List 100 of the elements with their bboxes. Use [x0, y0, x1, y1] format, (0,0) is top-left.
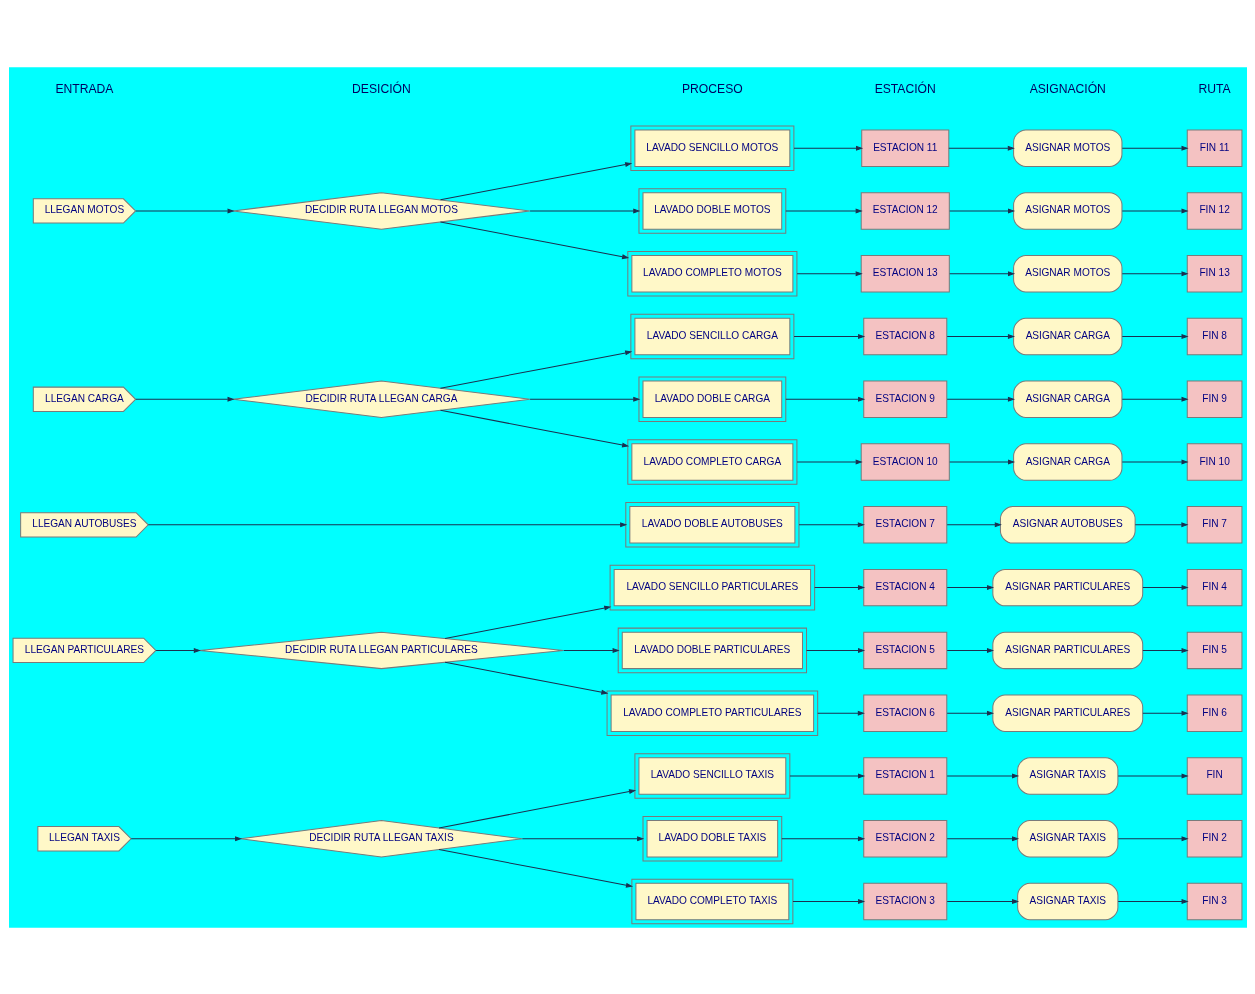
- node-box: ESTACION 12: [860, 191, 950, 230]
- arrow: [439, 161, 632, 200]
- arrow: [1141, 647, 1189, 653]
- arrow: [780, 835, 865, 841]
- arrow: [946, 647, 994, 653]
- node-box: ASIGNAR TAXIS: [1016, 819, 1118, 857]
- arrow: [948, 207, 1015, 213]
- arrow: [784, 396, 865, 402]
- node-box: ESTACION 7: [862, 505, 947, 544]
- arrow: [521, 835, 644, 841]
- arrow: [562, 647, 620, 653]
- arrow: [791, 898, 865, 904]
- arrow: [946, 898, 1019, 904]
- arrow: [805, 647, 865, 653]
- node-box: ASIGNAR MOTOS: [1012, 254, 1122, 292]
- arrow: [946, 396, 1015, 402]
- arrow: [796, 270, 863, 276]
- node-box: LAVADO COMPLETO TAXIS: [630, 878, 793, 924]
- arrow: [444, 661, 608, 695]
- node-diamond: DECIDIR RUTA LLEGAN MOTOS: [232, 191, 530, 230]
- node-box: FIN: [1186, 756, 1242, 795]
- arrow: [948, 459, 1015, 465]
- arrow: [1121, 459, 1189, 465]
- label: DESICIÓN: [351, 81, 411, 96]
- arrow: [946, 584, 994, 590]
- arrow: [439, 409, 629, 447]
- arrow: [816, 710, 865, 716]
- arrow: [1121, 396, 1189, 402]
- node-box: FIN 12: [1186, 191, 1242, 230]
- node-box: FIN 13: [1186, 254, 1242, 292]
- arrow: [529, 396, 640, 402]
- arrow: [788, 772, 865, 778]
- node-box: ASIGNAR CARGA: [1012, 317, 1122, 355]
- arrow: [784, 207, 863, 213]
- arrow: [793, 333, 865, 339]
- arrow: [798, 521, 865, 527]
- node-box: LAVADO SENCILLO TAXIS: [633, 752, 790, 799]
- arrow: [439, 350, 632, 389]
- arrow: [1134, 521, 1188, 527]
- arrow: [948, 270, 1015, 276]
- node-box: LAVADO SENCILLO PARTICULARES: [609, 564, 815, 610]
- arrow: [439, 221, 629, 259]
- node-box: LAVADO DOBLE AUTOBUSES: [624, 501, 799, 548]
- node-box: LAVADO SENCILLO MOTOS: [629, 124, 794, 171]
- arrow: [529, 207, 640, 213]
- arrow: [813, 584, 865, 590]
- node-box: FIN 10: [1186, 442, 1242, 481]
- node-box: LAVADO COMPLETO MOTOS: [626, 250, 797, 296]
- node-box: FIN 8: [1186, 317, 1242, 355]
- node-box: ESTACION 11: [860, 128, 949, 167]
- arrow: [796, 459, 863, 465]
- node-box: ESTACION 2: [862, 819, 947, 857]
- node-box: ASIGNAR PARTICULARES: [991, 693, 1143, 732]
- node-diamond: DECIDIR RUTA LLEGAN CARGA: [232, 380, 530, 418]
- arrow: [946, 521, 1002, 527]
- arrow: [130, 835, 242, 841]
- label: RUTA: [1198, 81, 1231, 96]
- node-box: ESTACION 6: [862, 693, 947, 732]
- node-box: ASIGNAR PARTICULARES: [991, 631, 1143, 669]
- node-box: ESTACION 8: [862, 317, 947, 355]
- node-box: LAVADO SENCILLO CARGA: [629, 313, 794, 359]
- node-box: ASIGNAR AUTOBUSES: [999, 505, 1136, 544]
- label: ESTACIÓN: [874, 81, 936, 96]
- arrow: [1117, 898, 1189, 904]
- node-box: ESTACION 9: [862, 380, 947, 418]
- node-box: FIN 9: [1186, 380, 1242, 418]
- arrow: [1117, 772, 1189, 778]
- node-box: FIN 3: [1186, 882, 1242, 920]
- label: ASIGNACIÓN: [1029, 81, 1106, 96]
- node-box: FIN 7: [1186, 505, 1242, 544]
- node-box: FIN 4: [1186, 568, 1242, 606]
- arrow: [946, 835, 1019, 841]
- node-box: ASIGNAR PARTICULARES: [991, 568, 1143, 606]
- node-box: FIN 2: [1186, 819, 1242, 857]
- node-box: ESTACION 1: [862, 756, 947, 795]
- node-box: LAVADO DOBLE TAXIS: [642, 815, 782, 861]
- node-box: LAVADO DOBLE CARGA: [637, 376, 786, 422]
- arrow: [1117, 835, 1189, 841]
- arrow: [793, 145, 863, 151]
- arrow: [438, 788, 636, 828]
- node-box: FIN 6: [1186, 693, 1242, 732]
- node-box: LAVADO COMPLETO PARTICULARES: [606, 689, 818, 736]
- label: PROCESO: [681, 81, 743, 96]
- arrow: [946, 333, 1015, 339]
- node-box: FIN 5: [1186, 631, 1242, 669]
- node-diamond: DECIDIR RUTA LLEGAN PARTICULARES: [198, 631, 564, 669]
- node-box: ASIGNAR CARGA: [1012, 442, 1122, 481]
- node-box: LAVADO COMPLETO CARGA: [626, 438, 797, 485]
- node-box: ASIGNAR MOTOS: [1012, 128, 1122, 167]
- node-box: LAVADO DOBLE MOTOS: [637, 187, 786, 234]
- arrow: [946, 710, 994, 716]
- node-box: ASIGNAR MOTOS: [1012, 191, 1122, 230]
- arrow: [134, 207, 235, 213]
- node-box: ASIGNAR TAXIS: [1016, 882, 1118, 920]
- arrow: [1121, 145, 1189, 151]
- node-box: ESTACION 10: [860, 442, 950, 481]
- node-diamond: DECIDIR RUTA LLEGAN TAXIS: [239, 819, 523, 857]
- node-box: ESTACION 5: [862, 631, 947, 669]
- arrow: [947, 145, 1015, 151]
- node-box: ESTACION 4: [862, 568, 947, 606]
